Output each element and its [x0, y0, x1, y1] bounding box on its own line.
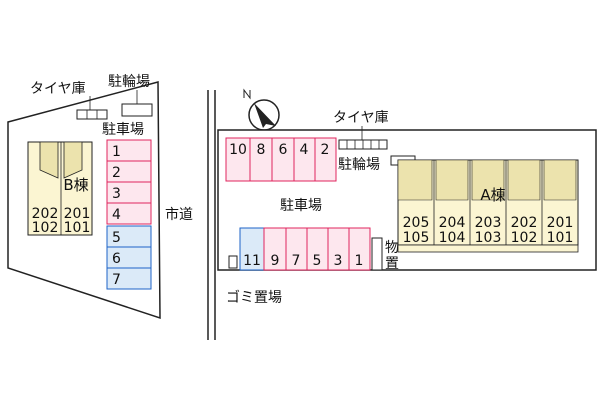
parking-left-4-number: 4 — [112, 207, 121, 223]
parking-right-9-number: 9 — [271, 253, 280, 269]
right-bicycle-parking-label: 駐輪場 — [338, 156, 380, 173]
parking-right-1-number: 1 — [355, 253, 364, 269]
building-a-room-104: 104 — [439, 230, 466, 246]
building-b-room-101: 101 — [64, 220, 91, 236]
building-a-room-102: 102 — [511, 230, 538, 246]
right-tire-storage-label: タイヤ庫 — [333, 109, 389, 126]
parking-space-right-10 — [225, 137, 251, 182]
right-top-parking-row: 10 8 6 4 2 — [225, 137, 337, 182]
storage-shed-icon — [371, 237, 383, 271]
building-a-room-202: 202 — [511, 215, 538, 231]
parking-left-1-number: 1 — [112, 144, 121, 160]
building-a-name: A棟 — [480, 186, 505, 204]
parking-space-right-11 — [239, 227, 265, 271]
storage-label-1: 物 — [385, 240, 399, 256]
storage-label-2: 置 — [385, 256, 399, 272]
parking-right-7-number: 7 — [292, 253, 301, 269]
parking-right-10-number: 10 — [229, 142, 247, 158]
parking-right-6-number: 6 — [279, 142, 288, 158]
building-b-name: B棟 — [63, 176, 88, 194]
parking-left-2-number: 2 — [112, 165, 121, 181]
parking-right-5-number: 5 — [313, 253, 322, 269]
building-a: A棟 205 204 203 202 201 105 104 103 102 1… — [397, 159, 579, 253]
parking-left-5-number: 5 — [112, 230, 121, 246]
building-b-room-202: 202 — [32, 206, 59, 222]
building-b-room-201: 201 — [64, 206, 91, 222]
building-b: B棟 202 201 102 101 — [27, 141, 93, 236]
parking-right-3-number: 3 — [334, 253, 343, 269]
parking-left-3-number: 3 — [112, 186, 121, 202]
parking-right-11-number: 11 — [243, 253, 261, 269]
parking-space-left-7 — [106, 267, 152, 290]
building-a-room-201: 201 — [547, 215, 574, 231]
left-bicycle-parking-label: 駐輪場 — [108, 73, 150, 90]
building-b-roof-left — [39, 141, 59, 179]
building-a-room-204: 204 — [439, 215, 466, 231]
parking-space-right-1 — [348, 227, 371, 271]
building-a-room-105: 105 — [403, 230, 430, 246]
left-parking-label: 駐車場 — [102, 121, 144, 138]
north-arrow-icon — [243, 88, 280, 131]
parking-space-left-4 — [106, 202, 152, 225]
parking-right-4-number: 4 — [300, 142, 309, 158]
parking-right-2-number: 2 — [321, 142, 330, 158]
right-bottom-parking-row: 11 9 7 5 3 1 — [239, 227, 371, 271]
building-b-room-102: 102 — [32, 220, 59, 236]
tire-rack-icon — [338, 126, 388, 150]
right-parking-label: 駐車場 — [280, 197, 322, 214]
city-road: 市道 — [165, 90, 216, 340]
parking-left-7-number: 7 — [112, 272, 121, 288]
left-parking-column: 1 2 3 4 5 6 7 — [106, 139, 152, 290]
building-a-room-203: 203 — [475, 215, 502, 231]
garbage-label: ゴミ置場 — [226, 289, 282, 306]
parking-space-right-2 — [314, 137, 337, 182]
parking-left-6-number: 6 — [112, 251, 121, 267]
building-a-room-103: 103 — [475, 230, 502, 246]
left-tire-storage-label: タイヤ庫 — [30, 80, 86, 97]
building-a-room-205: 205 — [403, 215, 430, 231]
road-label: 市道 — [165, 206, 193, 223]
parking-right-8-number: 8 — [257, 142, 266, 158]
building-a-walkway — [397, 244, 579, 253]
tire-rack-icon — [76, 96, 108, 120]
bicycle-rack-icon — [121, 103, 153, 117]
garbage-box-icon — [228, 255, 238, 269]
building-a-room-101: 101 — [547, 230, 574, 246]
building-b-roof-right — [63, 141, 83, 179]
